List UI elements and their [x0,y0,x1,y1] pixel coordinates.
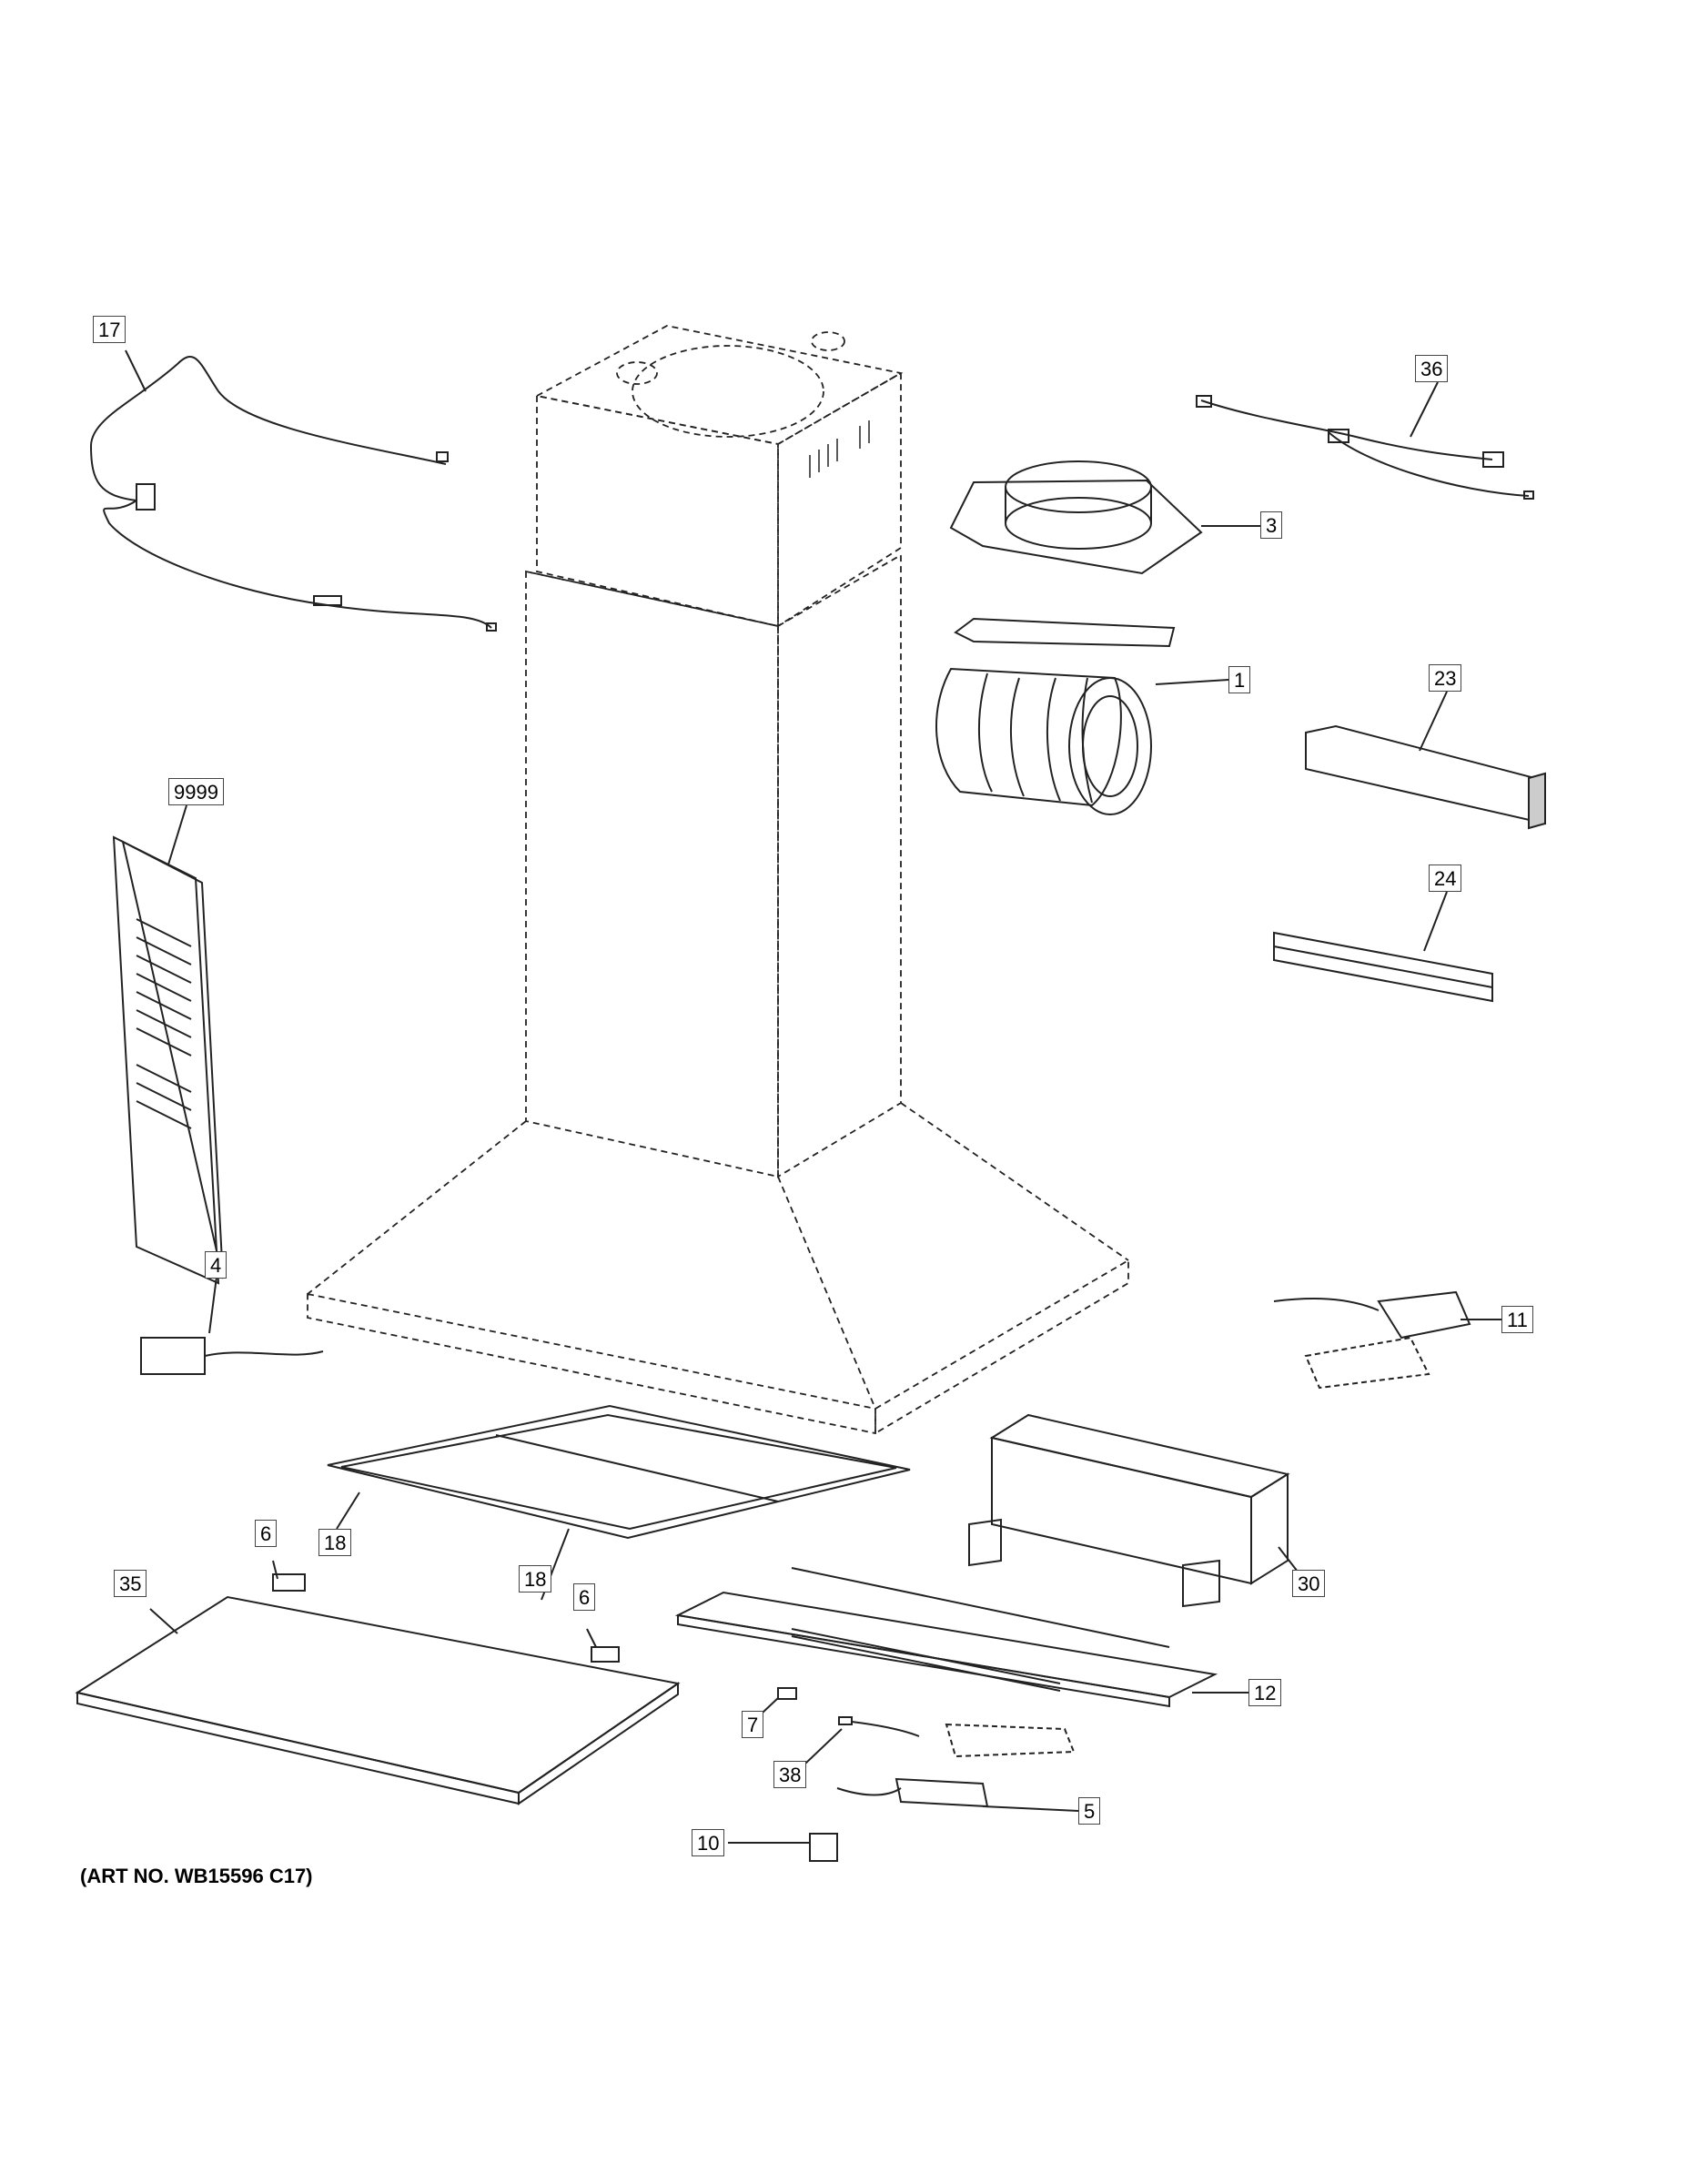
part-label-35[interactable]: 35 [114,1570,147,1597]
part-label-38[interactable]: 38 [773,1761,807,1788]
part-label-36[interactable]: 36 [1415,355,1449,382]
bracket-24 [1273,931,1493,1003]
part-label-7[interactable]: 7 [742,1711,764,1738]
part-label-12[interactable]: 12 [1248,1679,1282,1706]
light-channel-12 [674,1567,1218,1708]
switch-4 [140,1337,324,1375]
control-board-5 [836,1777,989,1808]
filters-18 [327,1404,911,1540]
part-label-3[interactable]: 3 [1260,511,1283,539]
part-label-18-right[interactable]: 18 [519,1565,552,1592]
part-label-1[interactable]: 1 [1228,666,1251,693]
part-label-6-right[interactable]: 6 [573,1583,596,1611]
blower-adapter-3 [949,460,1203,575]
handle-6-right [591,1646,620,1663]
blower-1 [935,617,1176,815]
handle-6-left [272,1573,306,1592]
art-number: (ART NO. WB15596 C17) [80,1865,313,1887]
control-box-30 [968,1413,1290,1608]
manual-9999 [112,835,224,1285]
part-label-5[interactable]: 5 [1078,1797,1101,1825]
wire-harness-17 [89,355,497,632]
sensor-38 [838,1716,920,1737]
part-label-30[interactable]: 30 [1292,1570,1326,1597]
part-label-4[interactable]: 4 [205,1251,227,1279]
part-label-23[interactable]: 23 [1429,664,1462,692]
clip-7 [777,1687,797,1700]
part-label-24[interactable]: 24 [1429,864,1462,892]
bottom-panel-35 [75,1595,681,1805]
part-label-11[interactable]: 11 [1501,1306,1533,1333]
hood-chimney-outline [307,325,1129,1435]
power-box-11 [1273,1290,1471,1390]
trim-panel-23 [1305,724,1546,830]
leader-lines [125,349,1501,1844]
part-label-10[interactable]: 10 [692,1829,725,1856]
terminal-block-10 [809,1833,838,1862]
part-label-17[interactable]: 17 [93,316,126,343]
part-label-6-left[interactable]: 6 [255,1520,278,1547]
wire-harness-36 [1196,395,1534,500]
chimney-vents [809,420,870,478]
part-label-18-left[interactable]: 18 [318,1529,352,1556]
part-label-9999[interactable]: 9999 [168,778,224,805]
control-board-tray [945,1723,1076,1758]
